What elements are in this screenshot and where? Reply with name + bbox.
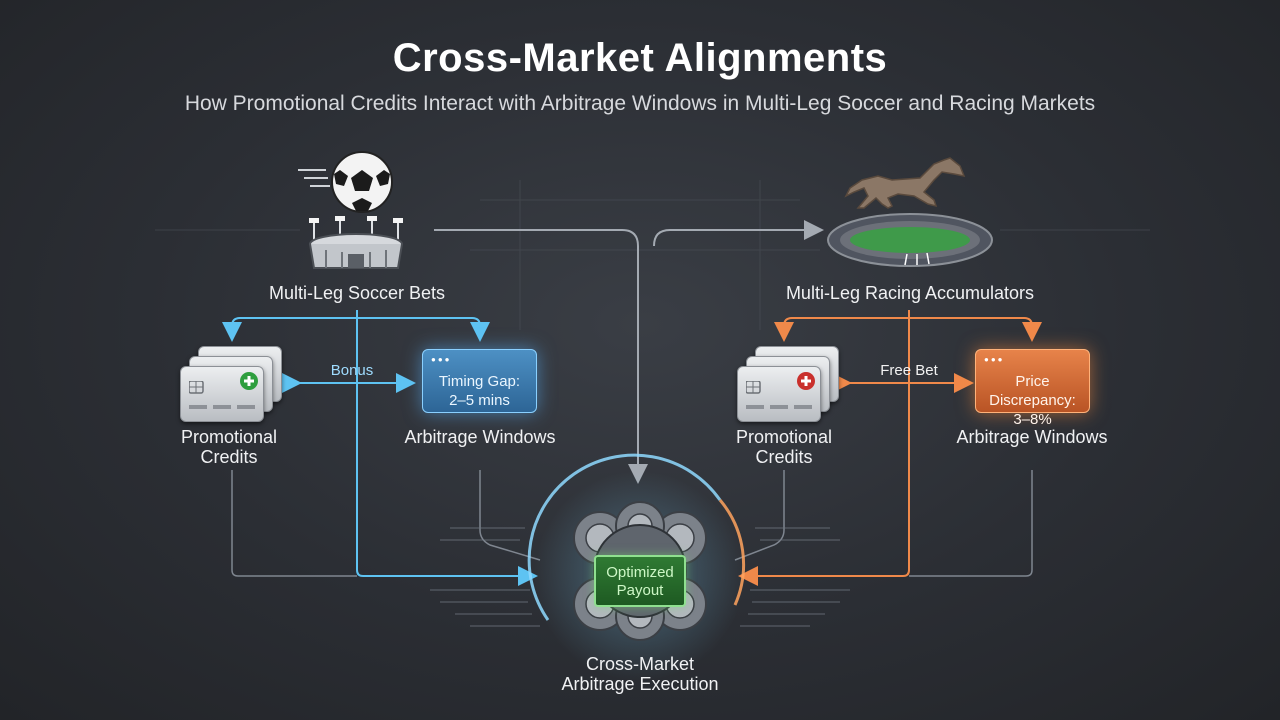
- promo-credits-cards-racing: [737, 346, 847, 426]
- plus-green-icon: [240, 372, 258, 390]
- price-discrepancy-window: ●●● Price Discrepancy: 3–8%: [975, 349, 1090, 428]
- optimized-payout-box: Optimized Payout: [594, 555, 686, 607]
- stadium-icon: [309, 216, 403, 269]
- soccer-category-label: Multi-Leg Soccer Bets: [268, 283, 446, 303]
- window-dots-icon: ●●●: [431, 355, 452, 364]
- racing-category-label: Multi-Leg Racing Accumulators: [785, 283, 1035, 303]
- bonus-connector-label: Bonus: [330, 362, 374, 379]
- window-dots-icon: ●●●: [984, 355, 1005, 364]
- page-title: Cross-Market Alignments: [392, 36, 888, 80]
- soccer-ball-icon: [298, 151, 393, 213]
- soccer-arb-label: Arbitrage Windows: [404, 427, 556, 447]
- card-chip-icon: [189, 381, 255, 409]
- center-execution-label: Cross-Market Arbitrage Execution: [561, 654, 719, 694]
- horse-icon: [844, 157, 966, 209]
- plus-red-icon: [797, 372, 815, 390]
- promo-credits-cards-soccer: [180, 346, 290, 426]
- race-track-icon: [827, 213, 993, 267]
- page-subtitle: How Promotional Credits Interact with Ar…: [184, 92, 1096, 115]
- soccer-promo-label: Promotional Credits: [180, 427, 278, 467]
- racing-arb-label: Arbitrage Windows: [956, 427, 1108, 447]
- racing-promo-label: Promotional Credits: [735, 427, 833, 467]
- free-bet-connector-label: Free Bet: [880, 362, 938, 379]
- card-chip-icon: [746, 381, 812, 409]
- timing-gap-window: ●●● Timing Gap: 2–5 mins: [422, 349, 537, 413]
